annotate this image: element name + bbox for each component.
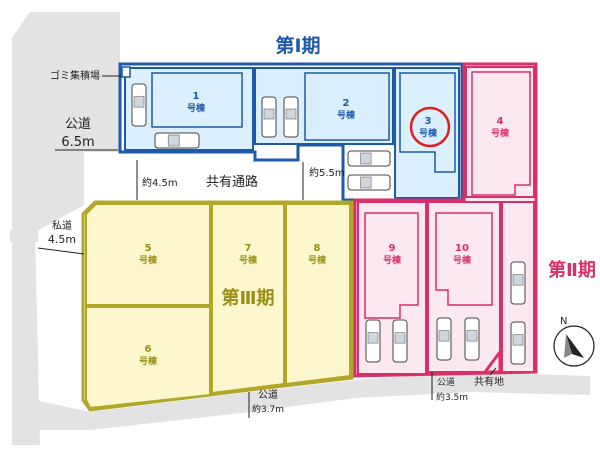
- lot-1-building: [151, 72, 243, 128]
- lot-5-number: 5: [145, 243, 152, 254]
- car-lot3-a-window: [360, 152, 372, 165]
- lot-1-number: 1: [193, 91, 200, 102]
- road-side-strip: [10, 230, 38, 242]
- car-lot2-a-window: [263, 108, 275, 120]
- roads: [10, 12, 590, 445]
- phase2-title: 第Ⅱ期: [548, 259, 596, 281]
- lot-9-suffix: 号棟: [383, 254, 402, 266]
- lot-9-number: 9: [389, 243, 396, 254]
- car-shared-b-window: [512, 334, 524, 346]
- lot-9-building: [364, 212, 419, 319]
- lot-6-number: 6: [145, 344, 152, 355]
- north-label: N: [560, 316, 567, 327]
- car-shared-a-window: [512, 274, 524, 286]
- lot-4-number: 4: [497, 116, 504, 127]
- north-needle: [566, 334, 584, 358]
- shared-land-label: 共有地: [474, 375, 504, 388]
- north-needle-light: [564, 334, 572, 358]
- lot-4-building: [471, 71, 531, 196]
- road-bottom-name: 公道: [258, 388, 278, 401]
- phase2-block: [353, 62, 538, 378]
- shared-path-w1: 約4.5m: [142, 176, 178, 189]
- road-bottom-width: 約3.7m: [252, 403, 284, 415]
- lot-3-number: 3: [425, 116, 432, 127]
- car-lot2-b-window: [285, 108, 297, 120]
- shared-land-leader: [489, 367, 497, 376]
- lot-10-suffix: 号棟: [453, 254, 472, 266]
- car-lot1-a-window: [133, 96, 145, 108]
- lot-8-number: 8: [314, 243, 321, 254]
- lot-5-suffix: 号棟: [139, 254, 158, 266]
- garbage-label: ゴミ集積場: [50, 69, 100, 82]
- lot-2-suffix: 号棟: [337, 109, 356, 121]
- private-road-width: 4.5m: [48, 233, 76, 246]
- road-left: [12, 12, 120, 445]
- lot-2-building: [304, 72, 390, 141]
- lot-3-building: [399, 72, 456, 173]
- car-lot9-a-window: [367, 332, 379, 344]
- shared-path-label: 共有通路: [206, 174, 258, 190]
- lot-10-building: [435, 212, 493, 306]
- car-lot10-b-window: [466, 330, 478, 342]
- road-left-name: 公道: [65, 117, 91, 132]
- lot-1-suffix: 号棟: [187, 102, 206, 114]
- car-lot1-b-window: [167, 134, 180, 147]
- lot-6-suffix: 号棟: [139, 355, 158, 367]
- phase3-title: 第Ⅲ期: [221, 287, 274, 309]
- lot-4-suffix: 号棟: [491, 127, 510, 139]
- lot-3-highlight-circle: [409, 106, 451, 148]
- north-arrow: N: [553, 316, 595, 367]
- lot-6[interactable]: [85, 306, 211, 410]
- lot-8[interactable]: [285, 203, 351, 386]
- parking-cars: [131, 83, 526, 365]
- lot-7-number: 7: [245, 243, 252, 254]
- lot-10-number: 10: [455, 243, 469, 254]
- lot-5[interactable]: [85, 203, 211, 306]
- private-road-name: 私道: [52, 219, 72, 232]
- phase1-title: 第Ⅰ期: [275, 34, 320, 57]
- car-lot9-b-window: [394, 332, 406, 344]
- road-bottom: [35, 372, 590, 430]
- road-bottom2-name: 公道: [437, 376, 455, 388]
- lot-2-number: 2: [343, 98, 350, 109]
- lot-7[interactable]: [211, 203, 285, 395]
- private-road-dim: [37, 247, 85, 255]
- phase3-block: [81, 200, 354, 412]
- lot-8-suffix: 号棟: [308, 254, 327, 266]
- lot-7-suffix: 号棟: [239, 254, 258, 266]
- road-bottom2-width: 約3.5m: [436, 391, 468, 403]
- road-left-width: 6.5m: [61, 135, 94, 150]
- garbage-box: [121, 66, 131, 78]
- car-lot10-a-window: [438, 330, 450, 342]
- lot-3-suffix: 号棟: [419, 127, 438, 139]
- car-lot3-b-window: [360, 176, 372, 189]
- shared-path-w2: 約5.5m: [309, 166, 345, 179]
